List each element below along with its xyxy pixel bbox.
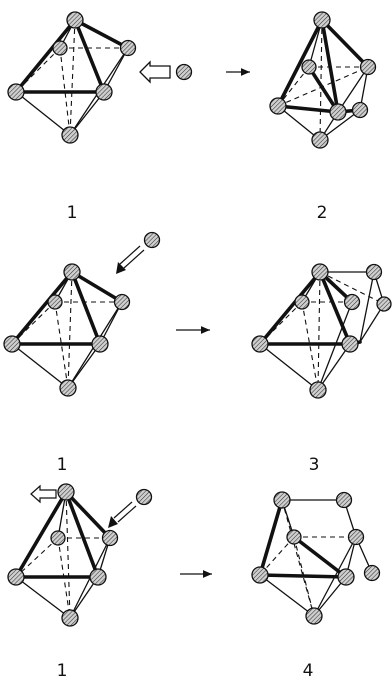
cluster-2-structure [269,11,377,149]
row-3: 1 4 [7,483,381,681]
incoming-atom-row-2 [143,231,161,249]
approach-arrow-row-2 [116,245,145,274]
cluster-4-structure [251,491,381,625]
row-2: 1 3 [3,231,392,475]
approach-arrow-row-3 [108,501,137,528]
row-1: 1 2 [7,11,377,223]
octahedron-1-structure [7,483,119,627]
compound-label-row-1-right: 2 [317,203,328,223]
octahedron-1-structure [7,11,137,144]
compound-label-row-3-right: 4 [303,661,314,681]
compound-label-row-3-left: 1 [57,661,68,681]
compound-label-row-1-left: 1 [67,203,78,223]
departure-arrow-row-3 [30,484,57,504]
incoming-atom-row-1 [175,63,193,81]
compound-label-row-2-left: 1 [57,455,68,475]
incoming-atom-row-3 [135,488,153,506]
approach-arrow-row-1 [139,60,171,84]
cluster-3-structure [251,263,392,399]
compound-label-row-2-right: 3 [309,455,320,475]
octahedron-1-structure [3,263,131,397]
